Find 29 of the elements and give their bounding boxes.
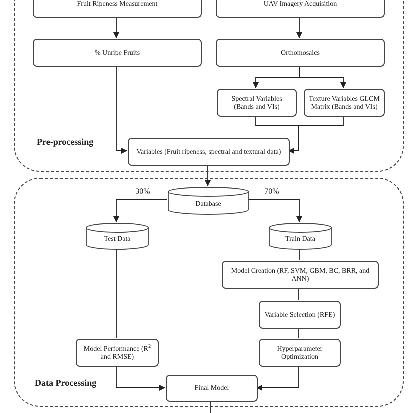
- arrow: [205, 164, 211, 186]
- database-cylinder: [168, 187, 249, 215]
- arrow: [114, 16, 120, 38]
- dashed-region: [14, 178, 404, 407]
- process-box: [259, 301, 341, 329]
- arrow: [288, 116, 344, 154]
- arrow: [299, 66, 346, 88]
- database-cylinder: [269, 223, 332, 250]
- edge-label: 30%: [134, 188, 152, 196]
- process-box: [304, 89, 385, 117]
- region-label: Pre-processing: [37, 138, 94, 147]
- process-box: [166, 375, 258, 402]
- process-box: [76, 339, 159, 367]
- process-box: [33, 39, 202, 67]
- database-cylinder: [86, 223, 149, 250]
- arrow: [116, 66, 128, 154]
- arrow: [116, 366, 166, 391]
- edge-label: 70%: [264, 188, 280, 196]
- process-box: [216, 39, 385, 67]
- region-label: Data Processing: [35, 379, 97, 388]
- arrow: [114, 200, 168, 222]
- process-box: [222, 261, 379, 289]
- arrow: [296, 16, 302, 38]
- arrow: [248, 200, 302, 222]
- arrow: [256, 366, 300, 391]
- process-box: [259, 339, 341, 367]
- process-box: [128, 138, 290, 166]
- process-box: [217, 89, 297, 117]
- dashed-region: [14, 0, 404, 172]
